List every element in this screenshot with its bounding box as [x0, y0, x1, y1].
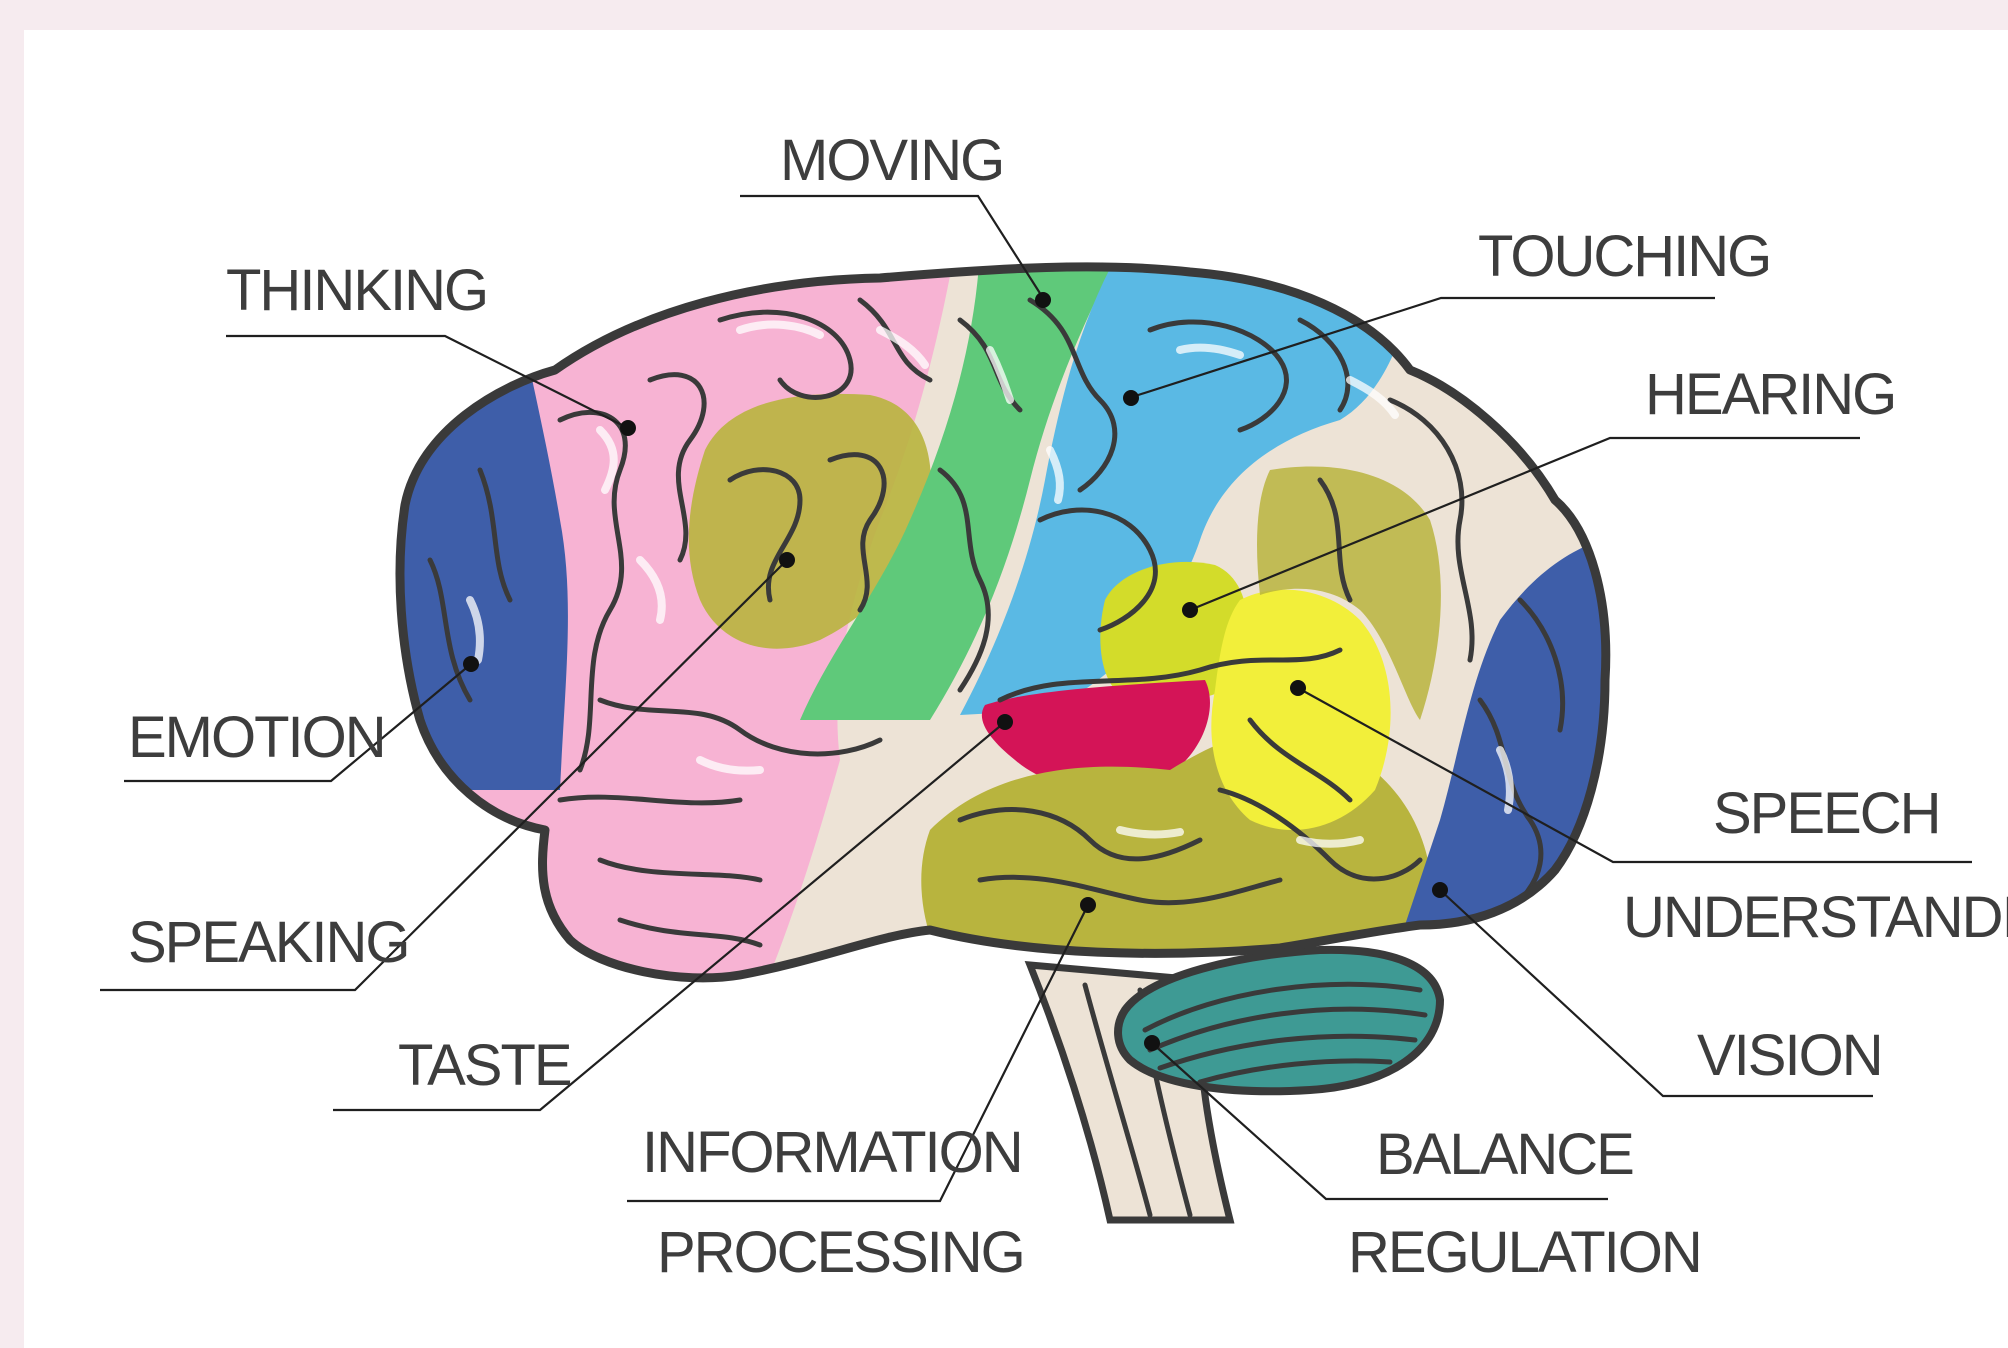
cerebellum-balance-region [1118, 950, 1440, 1091]
label-moving: MOVING [780, 128, 1003, 193]
speaking-dot [779, 552, 795, 568]
balance-dot [1144, 1035, 1160, 1051]
label-emotion: EMOTION [128, 705, 385, 770]
label-vision: VISION [1697, 1023, 1882, 1088]
label-information: INFORMATION [642, 1120, 1022, 1185]
label-balance: BALANCE [1376, 1122, 1633, 1187]
label-speech: SPEECH [1713, 781, 1940, 846]
emotion-dot [463, 656, 479, 672]
emotion-region [380, 250, 568, 790]
label-thinking: THINKING [226, 258, 487, 323]
label-hearing: HEARING [1645, 362, 1895, 427]
taste-dot [997, 714, 1013, 730]
information-processing-dot [1080, 897, 1096, 913]
vision-dot [1432, 882, 1448, 898]
thinking-dot [620, 420, 636, 436]
label-speaking: SPEAKING [128, 910, 409, 975]
hearing-dot [1182, 602, 1198, 618]
label-regulation: REGULATION [1348, 1220, 1701, 1285]
touching-dot [1123, 390, 1139, 406]
label-touching: TOUCHING [1478, 224, 1770, 289]
label-processing: PROCESSING [657, 1220, 1024, 1285]
moving-dot [1035, 292, 1051, 308]
speech-understanding-dot [1290, 680, 1306, 696]
label-understanding: UNDERSTANDING [1623, 885, 2008, 950]
label-taste: TASTE [398, 1033, 571, 1098]
